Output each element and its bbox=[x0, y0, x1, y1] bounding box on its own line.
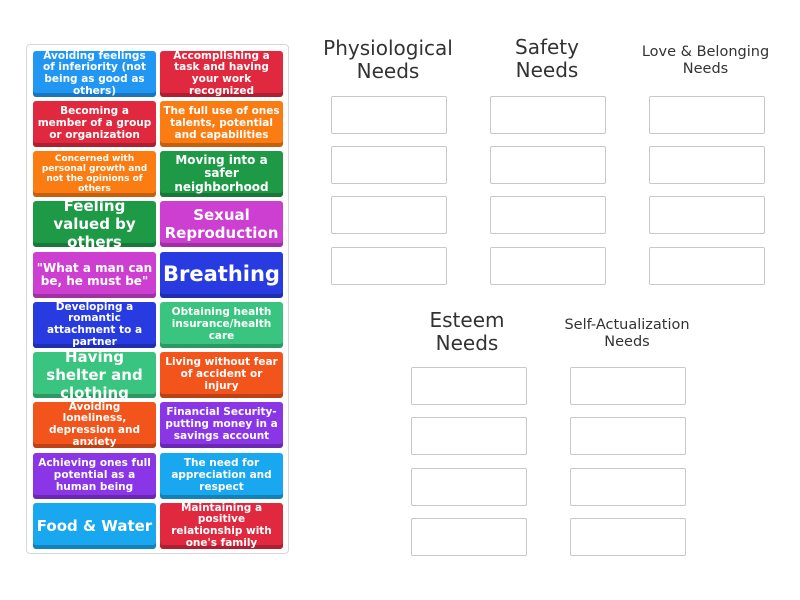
answer-tile[interactable]: "What a man can be, he must be" bbox=[33, 252, 156, 298]
answer-tile[interactable]: Avoiding loneliness, depression and anxi… bbox=[33, 401, 156, 448]
answer-tile[interactable]: Feeling valued by others bbox=[33, 197, 156, 251]
drop-slot-love-belonging-4[interactable] bbox=[649, 247, 765, 285]
category-heading-esteem: Esteem Needs bbox=[429, 308, 505, 355]
drop-slot-esteem-3[interactable] bbox=[411, 468, 527, 506]
drop-slot-physiological-2[interactable] bbox=[331, 146, 447, 184]
drop-slot-self-actualization-1[interactable] bbox=[570, 367, 686, 405]
answer-tile[interactable]: Avoiding feelings of inferiority (not be… bbox=[33, 50, 156, 97]
category-heading-love-belonging: Love & Belonging Needs bbox=[641, 44, 770, 77]
answer-tile[interactable]: Having shelter and clothing bbox=[33, 348, 156, 402]
category-heading-physiological: Physiological Needs bbox=[323, 36, 453, 83]
drop-slot-physiological-3[interactable] bbox=[331, 196, 447, 234]
drop-slot-esteem-1[interactable] bbox=[411, 367, 527, 405]
answer-tile[interactable]: Accomplishing a task and having your wor… bbox=[160, 50, 283, 97]
drop-slot-love-belonging-2[interactable] bbox=[649, 146, 765, 184]
drop-slot-self-actualization-3[interactable] bbox=[570, 468, 686, 506]
drop-slot-physiological-4[interactable] bbox=[331, 247, 447, 285]
answer-tile[interactable]: Concerned with personal growth and not t… bbox=[33, 151, 156, 197]
answer-tile[interactable]: Living without fear of accident or injur… bbox=[160, 352, 283, 398]
answer-tile[interactable]: The need for appreciation and respect bbox=[160, 453, 283, 499]
drop-slot-self-actualization-4[interactable] bbox=[570, 518, 686, 556]
drop-slot-safety-4[interactable] bbox=[490, 247, 606, 285]
drop-slot-safety-1[interactable] bbox=[490, 96, 606, 134]
answer-tile[interactable]: Obtaining health insurance/health care bbox=[160, 302, 283, 348]
answer-tile[interactable]: Becoming a member of a group or organiza… bbox=[33, 101, 156, 147]
answer-tile[interactable]: Developing a romantic attachment to a pa… bbox=[33, 301, 156, 348]
answer-tile[interactable]: Moving into a safer neighborhood bbox=[160, 151, 283, 197]
drop-slot-esteem-2[interactable] bbox=[411, 417, 527, 455]
category-heading-self-actualization: Self-Actualization Needs bbox=[564, 317, 690, 350]
answer-tray: Avoiding feelings of inferiority (not be… bbox=[26, 44, 289, 554]
answer-tile[interactable]: The full use of ones talents, potential … bbox=[160, 101, 283, 147]
answer-tile[interactable]: Financial Security- putting money in a s… bbox=[160, 402, 283, 448]
drop-slot-love-belonging-3[interactable] bbox=[649, 196, 765, 234]
answer-tile[interactable]: Maintaining a positive relationship with… bbox=[160, 502, 283, 549]
drop-slot-safety-2[interactable] bbox=[490, 146, 606, 184]
drop-slot-self-actualization-2[interactable] bbox=[570, 417, 686, 455]
answer-tile[interactable]: Food & Water bbox=[33, 503, 156, 549]
category-heading-safety: Safety Needs bbox=[515, 35, 579, 82]
answer-tile[interactable]: Breathing bbox=[160, 252, 283, 298]
answer-tile[interactable]: Sexual Reproduction bbox=[160, 201, 283, 247]
drop-slot-physiological-1[interactable] bbox=[331, 96, 447, 134]
drop-slot-esteem-4[interactable] bbox=[411, 518, 527, 556]
answer-tile[interactable]: Achieving ones full potential as a human… bbox=[33, 453, 156, 499]
drop-slot-safety-3[interactable] bbox=[490, 196, 606, 234]
drop-slot-love-belonging-1[interactable] bbox=[649, 96, 765, 134]
